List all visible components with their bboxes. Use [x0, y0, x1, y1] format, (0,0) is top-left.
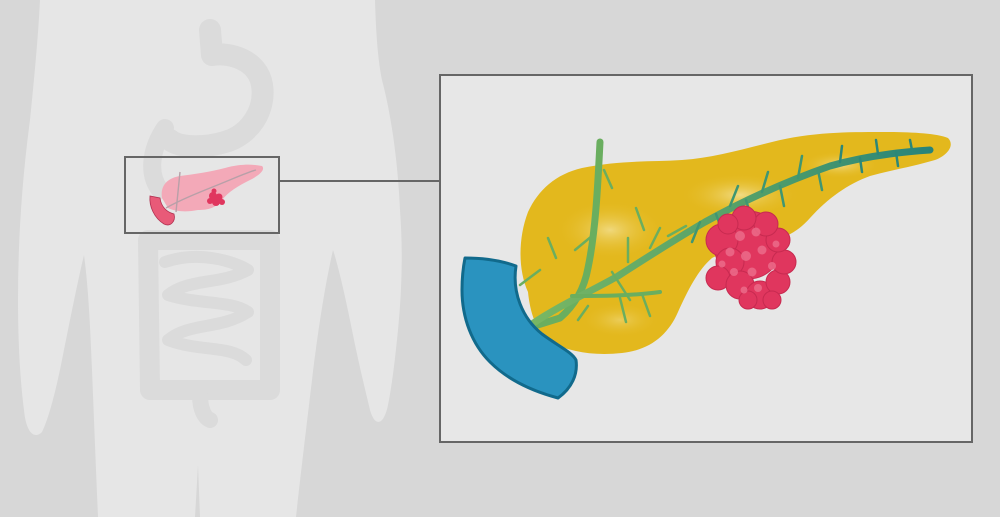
highlight-frame — [124, 156, 280, 234]
pancreatic-duct-icon — [518, 138, 934, 332]
internal-organs-shadow — [138, 19, 280, 428]
mini-duodenum-icon — [149, 195, 175, 226]
mini-pancreas-group — [149, 164, 264, 226]
mini-tumor-icon — [207, 188, 225, 206]
duodenum-icon — [460, 256, 578, 400]
tumor-icon — [705, 205, 797, 310]
mini-duct-icon — [165, 169, 257, 213]
